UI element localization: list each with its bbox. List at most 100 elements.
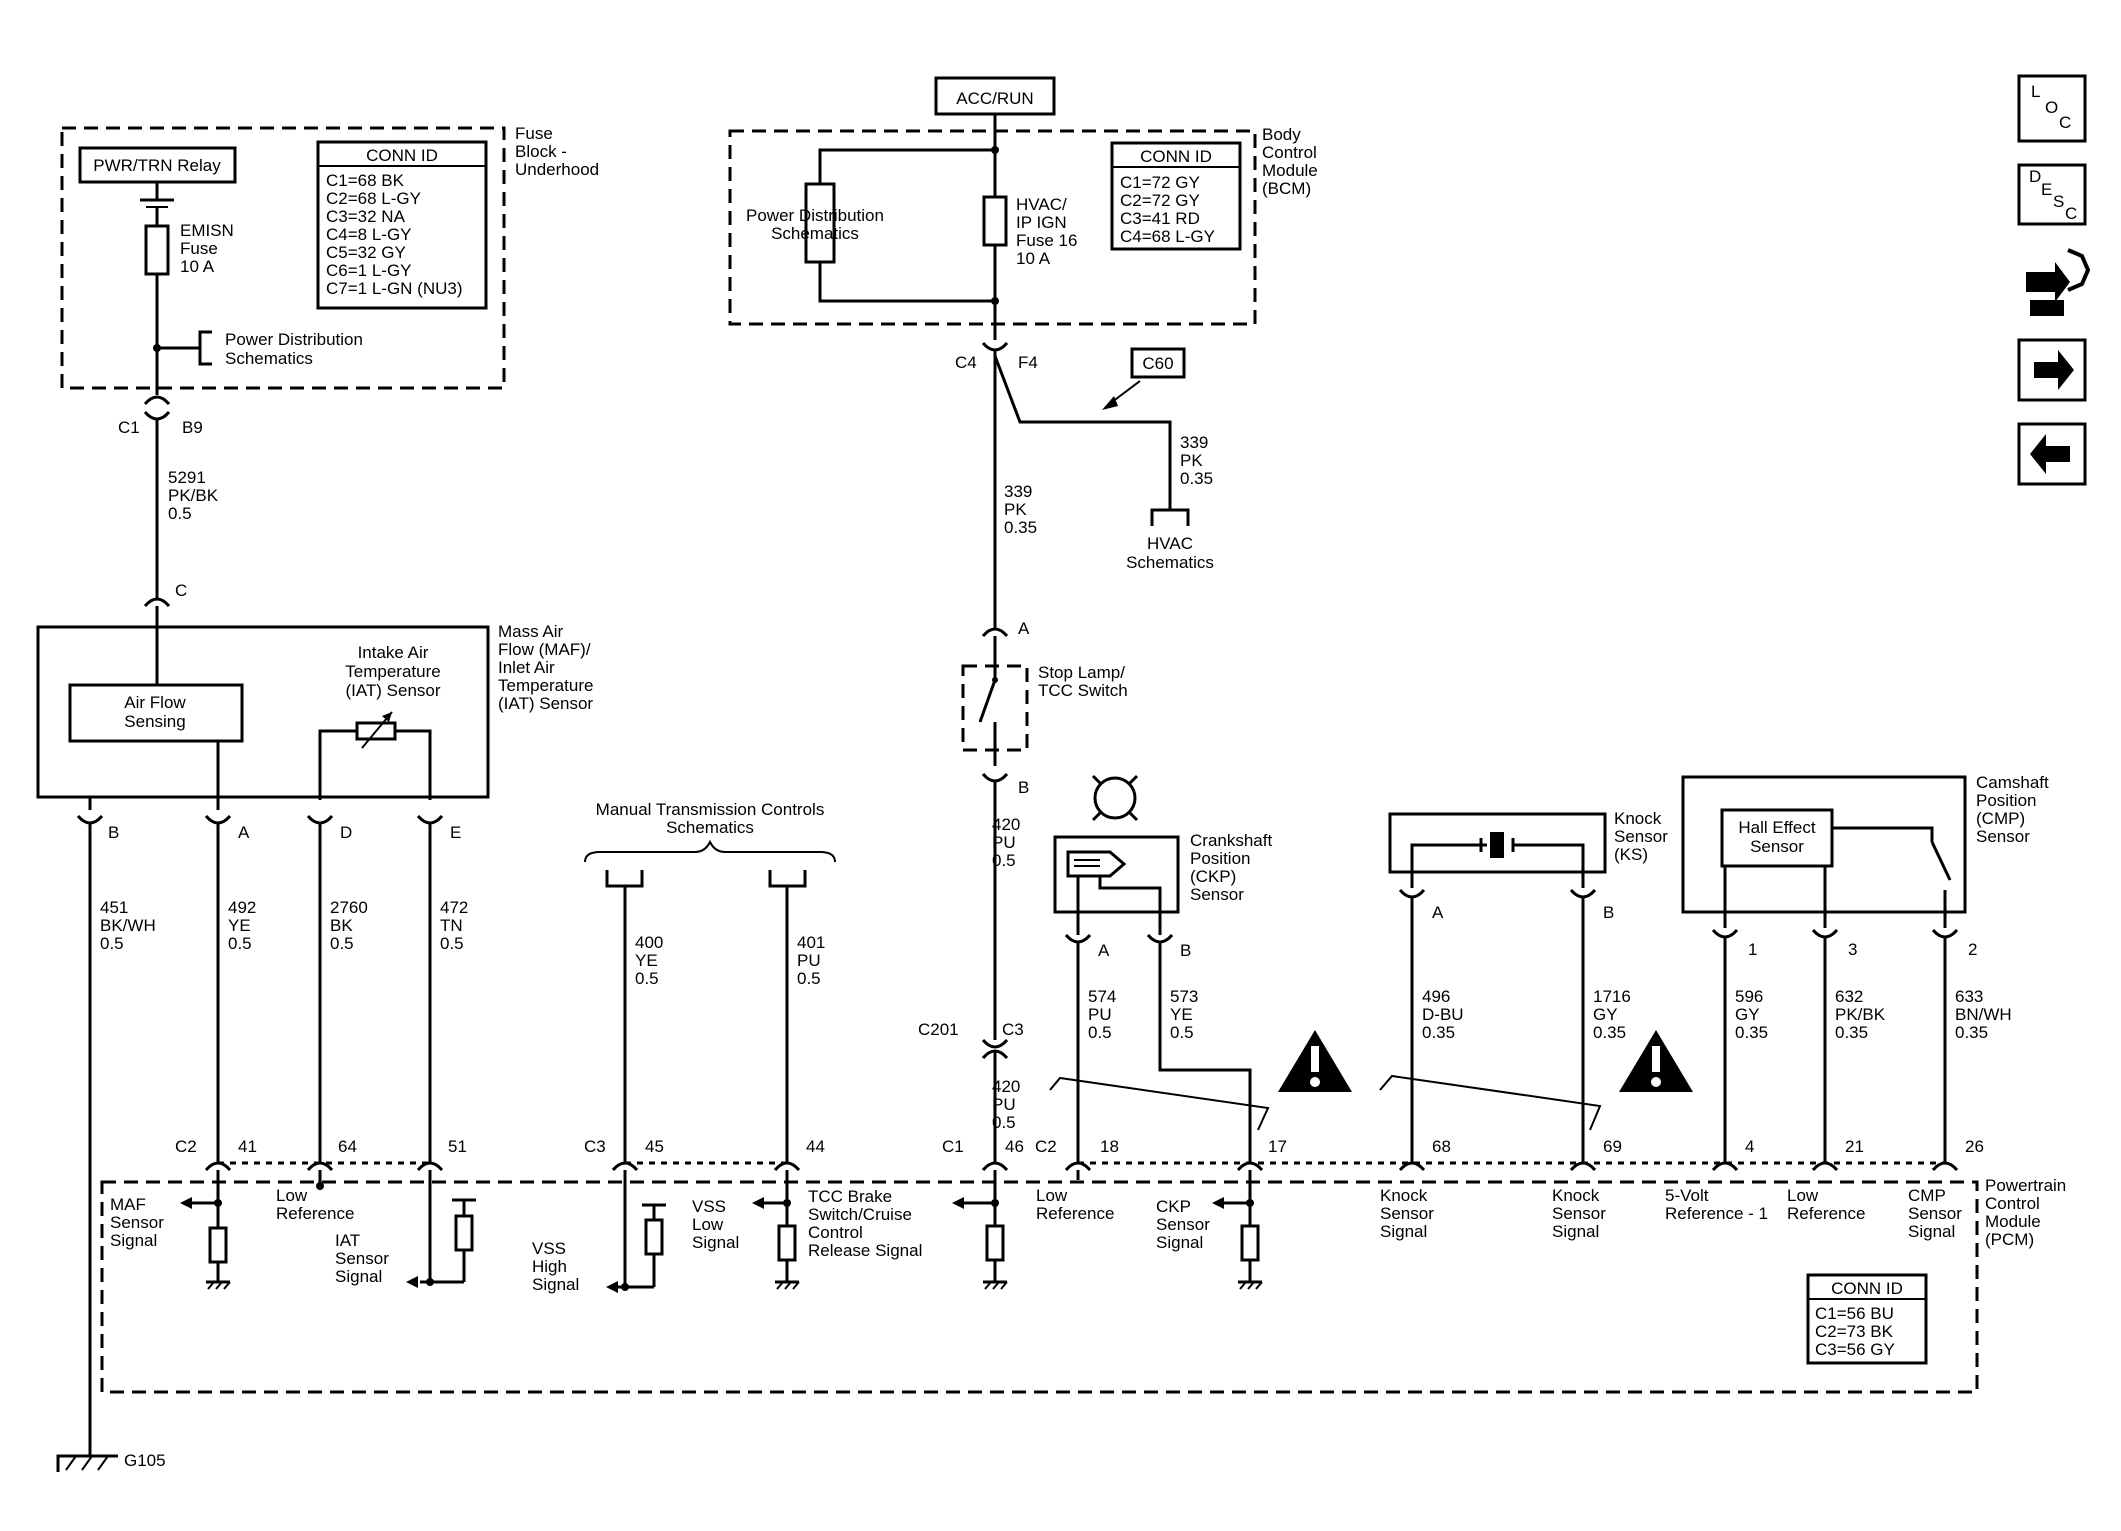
bcm-title-line2: Control [1262,143,1317,162]
cmp-title-line2: Position [1976,791,2036,810]
svg-text:VSS: VSS [532,1239,566,1258]
svg-text:C3=56 GY: C3=56 GY [1815,1340,1895,1359]
svg-text:Sensor: Sensor [1908,1204,1962,1223]
hall-line1: Hall Effect [1738,818,1815,837]
description-button[interactable]: D E S C [2017,163,2087,226]
svg-text:L: L [2031,82,2040,101]
svg-text:0.5: 0.5 [992,1113,1016,1132]
svg-text:HVAC: HVAC [1147,534,1193,553]
svg-text:E: E [450,823,461,842]
ks-title-line1: Knock [1614,809,1662,828]
svg-text:BK/WH: BK/WH [100,916,156,935]
svg-text:420: 420 [992,1077,1020,1096]
ckp-sensor: Crankshaft Position (CKP) Sensor A B [1053,774,1272,960]
svg-text:Reference: Reference [1036,1204,1114,1223]
previous-arrow-button[interactable] [2017,422,2087,486]
svg-text:C1: C1 [942,1137,964,1156]
svg-text:A: A [1098,941,1110,960]
svg-text:C3: C3 [1002,1020,1024,1039]
wire-label-596: 596 GY 0.35 [1735,987,1768,1042]
conn-id-item: C2=68 L-GY [326,189,421,208]
conn-id-item: C5=32 GY [326,243,406,262]
svg-text:Signal: Signal [692,1233,739,1252]
svg-text:TN: TN [440,916,463,935]
svg-text:Switch/Cruise: Switch/Cruise [808,1205,912,1224]
svg-text:26: 26 [1965,1137,1984,1156]
svg-text:S: S [2053,192,2064,211]
svg-text:YE: YE [228,916,251,935]
splice-c60: C60 [1102,347,1186,410]
svg-text:Low: Low [1036,1186,1068,1205]
svg-text:3: 3 [1848,940,1857,959]
conn-id-item: C6=1 L-GY [326,261,412,280]
svg-text:A: A [238,823,250,842]
conn-id-title: CONN ID [366,146,438,165]
fuse-block-conn-id-table: CONN ID C1=68 BK C2=68 L-GY C3=32 NA C4=… [316,140,488,310]
svg-text:596: 596 [1735,987,1763,1006]
warning-icon [1619,1030,1693,1092]
ground-g105: G105 [56,1448,166,1472]
pcm-title-line1: Powertrain [1985,1176,2066,1195]
svg-text:46: 46 [1005,1137,1024,1156]
svg-text:472: 472 [440,898,468,917]
wire-label-1716: 1716 GY 0.35 [1593,987,1631,1042]
svg-text:451: 451 [100,898,128,917]
svg-text:D: D [340,823,352,842]
fuse-block-ref-line1: Power Distribution [225,330,363,349]
maf-title-line5: (IAT) Sensor [498,694,593,713]
left-arrow-icon [2030,434,2070,474]
svg-text:D-BU: D-BU [1422,1005,1464,1024]
svg-text:BK: BK [330,916,353,935]
svg-text:5-Volt: 5-Volt [1665,1186,1709,1205]
cmp-title-line3: (CMP) [1976,809,2025,828]
knock-sensor: Knock Sensor (KS) A B [1388,809,1668,922]
fuse-block-title-line2: Block - [515,142,567,161]
svg-text:401: 401 [797,933,825,952]
wire-label-492: 492 YE 0.5 [228,898,256,953]
location-button[interactable]: L O C [2017,74,2087,143]
svg-text:GY: GY [1735,1005,1760,1024]
bcm-conn-id-table: CONN ID C1=72 GY C2=72 GY C3=41 RD C4=68… [1110,141,1242,251]
maf-title-line2: Flow (MAF)/ [498,640,591,659]
svg-text:0.5: 0.5 [440,934,464,953]
svg-text:CONN ID: CONN ID [1140,147,1212,166]
maf-iat-sensor: C Air Flow Sensing Intake Air Temperatur… [36,581,593,810]
svg-text:Signal: Signal [1156,1233,1203,1252]
svg-text:1: 1 [1748,940,1757,959]
bcm-ref-line1: Power Distribution [746,206,884,225]
svg-text:400: 400 [635,933,663,952]
stop-lamp-title-line1: Stop Lamp/ [1038,663,1125,682]
ckp-title-line2: Position [1190,849,1250,868]
svg-text:High: High [532,1257,567,1276]
svg-text:VSS: VSS [692,1197,726,1216]
inline-connector-c201: C201 C3 [918,1020,1024,1060]
bcm-title-line1: Body [1262,125,1301,144]
svg-text:Signal: Signal [1380,1222,1427,1241]
airflow-line1: Air Flow [124,693,186,712]
svg-text:44: 44 [806,1137,825,1156]
pcm-title-line3: Module [1985,1212,2041,1231]
svg-text:Sensor: Sensor [1156,1215,1210,1234]
pcm-internal-circuits [180,1170,1263,1293]
next-arrow-button[interactable] [2017,338,2087,402]
svg-text:Signal: Signal [532,1275,579,1294]
svg-text:PK: PK [1004,500,1027,519]
connector-end-view-icon[interactable] [2026,248,2091,316]
wire-label-420-lower: 420 PU 0.5 [992,1077,1020,1132]
svg-text:D: D [2029,167,2041,186]
cmp-title-line1: Camshaft [1976,773,2049,792]
svg-text:2: 2 [1968,940,1977,959]
stop-lamp-tcc-switch: A B Stop Lamp/ TCC Switch [961,619,1128,797]
wire-label-451: 451 BK/WH 0.5 [100,898,156,953]
svg-text:68: 68 [1432,1137,1451,1156]
conn-id-item: C7=1 L-GN (NU3) [326,279,463,298]
svg-text:C2=73 BK: C2=73 BK [1815,1322,1894,1341]
svg-text:B: B [1603,903,1614,922]
emisn-fuse-line2: Fuse [180,239,218,258]
hall-line2: Sensor [1750,837,1804,856]
svg-text:B: B [1180,941,1191,960]
svg-text:Schematics: Schematics [666,818,754,837]
svg-text:Sensor: Sensor [1380,1204,1434,1223]
svg-text:F4: F4 [1018,353,1038,372]
cmp-title-line4: Sensor [1976,827,2030,846]
